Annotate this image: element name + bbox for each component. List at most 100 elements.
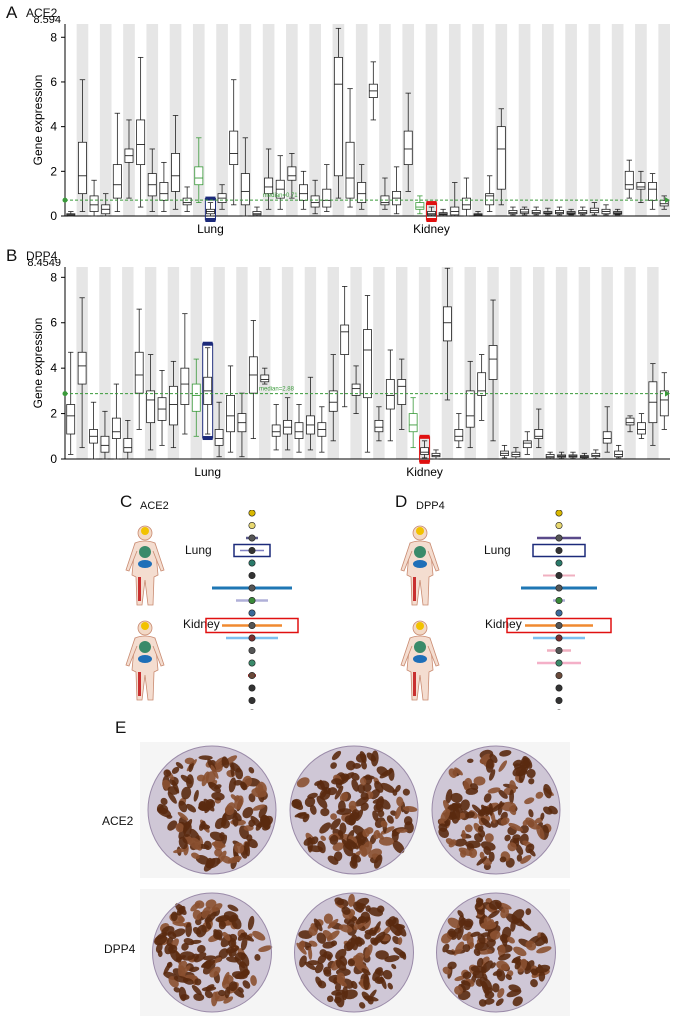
panel-c-body-map xyxy=(120,510,310,710)
box-iqr xyxy=(261,375,269,382)
tissue-dot xyxy=(556,547,562,553)
body-abdomen xyxy=(138,655,152,663)
ihc-tissue-core xyxy=(432,746,560,874)
tissue-dot xyxy=(556,685,562,691)
body-abdomen xyxy=(413,655,427,663)
ihc-stain-spot xyxy=(320,808,329,816)
body-figure xyxy=(401,621,439,700)
highlight-cap xyxy=(426,201,436,205)
ihc-tissue-core xyxy=(437,893,556,1012)
box-iqr xyxy=(427,212,435,215)
box-iqr xyxy=(299,185,307,201)
box xyxy=(486,176,494,212)
box xyxy=(67,212,75,216)
background-stripe xyxy=(579,267,590,459)
highlight-cap xyxy=(420,460,430,464)
body-brain xyxy=(141,527,149,535)
box-iqr xyxy=(90,196,98,212)
box-iqr xyxy=(181,368,189,404)
box xyxy=(648,174,656,210)
box-iqr xyxy=(451,207,459,215)
box-iqr xyxy=(227,395,235,431)
body-abdomen xyxy=(413,560,427,568)
background-stripe xyxy=(519,24,531,216)
ihc-row-dpp4 xyxy=(140,889,570,1016)
box-iqr xyxy=(416,203,424,210)
box xyxy=(203,342,213,440)
tissue-dot xyxy=(249,560,255,566)
ihc-stain-spot xyxy=(338,800,346,812)
box-iqr xyxy=(386,380,394,410)
tissue-dot xyxy=(556,610,562,616)
box-iqr xyxy=(404,131,412,165)
box-iqr xyxy=(137,120,145,165)
y-tick-label: 6 xyxy=(50,316,57,330)
box xyxy=(532,207,540,215)
box xyxy=(592,450,600,459)
highlight-cap xyxy=(203,436,213,440)
y-tick-label: 8 xyxy=(50,270,57,284)
box-iqr xyxy=(147,391,155,423)
tissue-dot xyxy=(249,572,255,578)
box-iqr xyxy=(455,429,463,440)
box-iqr xyxy=(625,171,633,189)
ihc-stain-spot xyxy=(180,951,195,960)
box xyxy=(439,209,447,216)
box xyxy=(615,445,623,457)
median-marker xyxy=(63,391,68,396)
box-iqr xyxy=(101,436,109,452)
box-iqr xyxy=(535,429,543,438)
box xyxy=(160,162,168,211)
box xyxy=(299,171,307,209)
tissue-dot xyxy=(249,647,255,653)
background-stripe xyxy=(419,267,430,459)
box xyxy=(323,165,331,212)
ihc-tissue-core xyxy=(152,893,273,1012)
box-iqr xyxy=(135,352,143,393)
background-stripe xyxy=(472,24,484,216)
tissue-dot xyxy=(249,685,255,691)
box xyxy=(386,350,394,441)
background-stripe xyxy=(426,24,438,216)
y-tick-label: 4 xyxy=(50,361,57,375)
box-iqr xyxy=(555,210,563,213)
body-abdomen xyxy=(138,560,152,568)
box-iqr xyxy=(112,418,120,438)
tissue-dot xyxy=(249,535,255,541)
box xyxy=(393,167,401,214)
tissue-dot xyxy=(556,597,562,603)
box xyxy=(409,398,417,448)
box-iqr xyxy=(346,142,354,198)
y-tick-label: 0 xyxy=(50,209,57,223)
y-axis-label: Gene expression xyxy=(31,318,45,409)
box xyxy=(432,450,440,459)
box xyxy=(555,207,563,215)
box-iqr xyxy=(113,165,121,199)
box-iqr xyxy=(171,153,179,191)
y-max-label: 8.4549 xyxy=(27,259,61,269)
y-max-label: 8.594 xyxy=(33,16,61,26)
box-iqr xyxy=(288,167,296,180)
box xyxy=(416,196,424,214)
ihc-stain-spot xyxy=(379,837,394,846)
background-stripe xyxy=(589,24,601,216)
y-tick-label: 2 xyxy=(50,407,57,421)
body-figure xyxy=(126,621,164,700)
tissue-dot xyxy=(249,635,255,641)
box-iqr xyxy=(509,210,517,213)
background-stripe xyxy=(658,24,670,216)
box xyxy=(67,352,75,454)
background-stripe xyxy=(259,267,270,459)
body-lungs xyxy=(414,546,426,558)
panel-letter-e: E xyxy=(115,718,126,738)
box xyxy=(364,295,372,452)
highlight-cap xyxy=(420,435,430,439)
tissue-dot xyxy=(556,697,562,703)
box-iqr xyxy=(532,210,540,213)
highlight-cap xyxy=(203,342,213,346)
tissue-dot xyxy=(249,622,255,628)
ihc-row-ace2 xyxy=(140,742,570,878)
body-brain xyxy=(141,622,149,630)
box-iqr xyxy=(466,391,474,427)
